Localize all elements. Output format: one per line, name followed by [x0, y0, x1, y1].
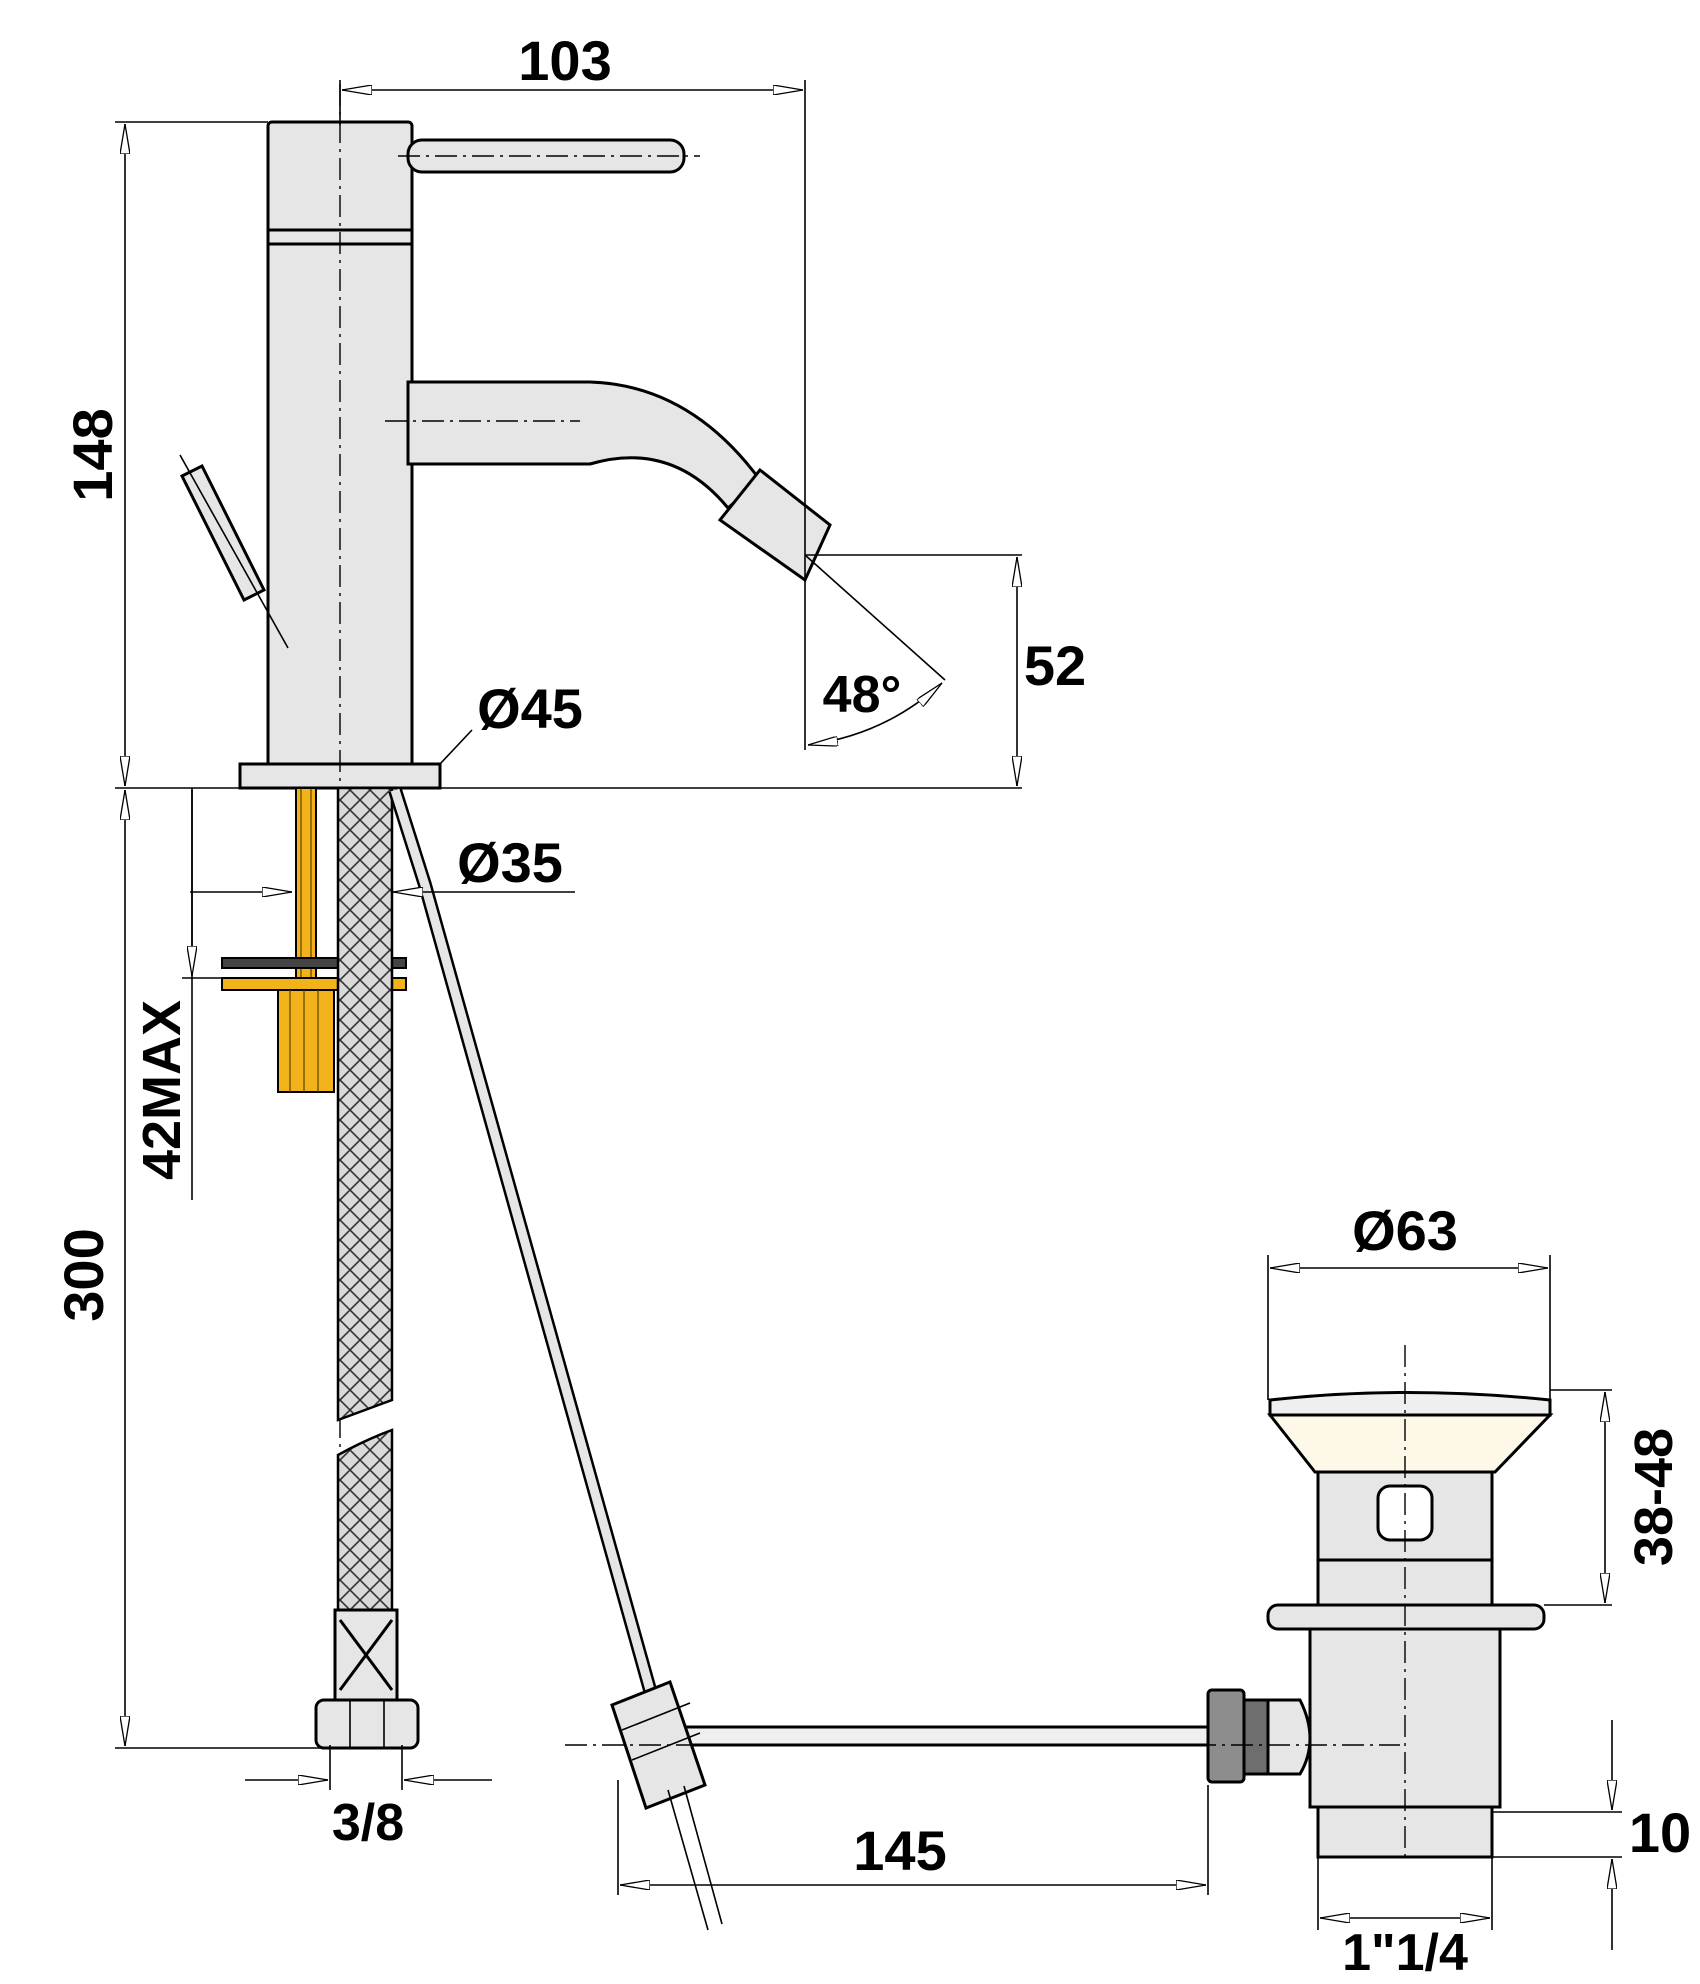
waste-assembly	[565, 1345, 1554, 1931]
washer-upper	[221, 957, 407, 969]
dim-dia-45: Ø45	[477, 677, 583, 740]
dim-42-max: 42MAX	[132, 1000, 192, 1180]
dim-300: 300	[52, 1228, 115, 1321]
waste-plug-top	[1268, 1391, 1552, 1417]
dimension-lines	[115, 80, 1622, 1950]
dim-52: 52	[1024, 634, 1086, 697]
dim-10: 10	[1629, 1801, 1691, 1864]
waste-side-nut	[1206, 1688, 1246, 1784]
braided-hose-upper	[336, 786, 394, 1422]
faucet	[179, 84, 832, 1735]
waste-side-port	[1266, 1698, 1312, 1776]
waste-flange	[1266, 1603, 1546, 1631]
popup-rod	[628, 1725, 1212, 1747]
hose-nut	[314, 1698, 420, 1750]
dim-145: 145	[853, 1819, 946, 1882]
braided-hose-lower	[336, 1428, 394, 1612]
waste-plug-cream	[1266, 1413, 1554, 1474]
dim-148: 148	[61, 408, 124, 501]
waste-side-nut-ring	[1242, 1698, 1270, 1776]
supply-assembly	[221, 786, 657, 1750]
dim-1-1-4: 1"1/4	[1342, 1924, 1468, 1982]
faucet-spout	[406, 380, 763, 511]
dim-dia-63: Ø63	[1352, 1199, 1458, 1262]
gold-nut	[277, 989, 335, 1093]
dim-103: 103	[518, 29, 611, 92]
popup-cable-inner	[390, 788, 655, 1692]
dim-38-48: 38-48	[1624, 1428, 1684, 1566]
dim-48-deg: 48°	[823, 666, 902, 724]
dim-dia-35: Ø35	[457, 831, 563, 894]
dim-3-8: 3/8	[332, 1794, 404, 1852]
